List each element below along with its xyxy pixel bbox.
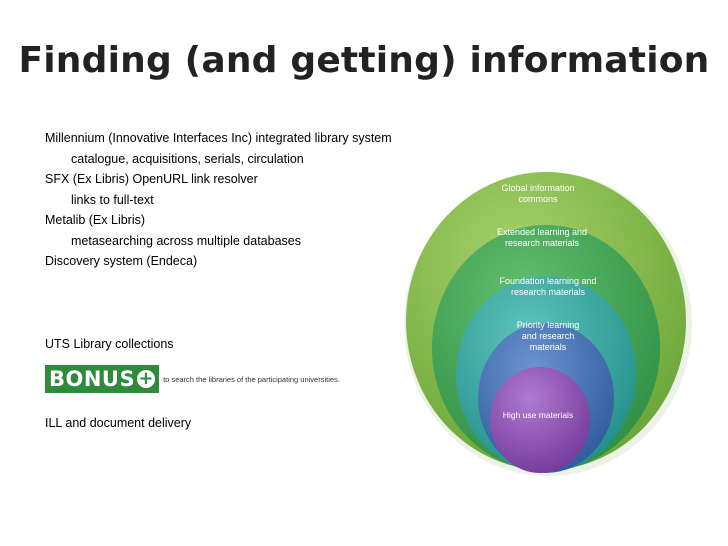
list-subitem-fulltext: links to full-text: [71, 192, 154, 207]
list-item-discovery: Discovery system (Endeca): [45, 254, 198, 268]
list-item-sfx: SFX (Ex Libris) OpenURL link resolver: [45, 172, 258, 186]
list-item-ill: ILL and document delivery: [45, 416, 192, 430]
list-item-millennium: Millennium (Innovative Interfaces Inc) i…: [45, 131, 392, 145]
bonus-banner: BONUS + to search the libraries of the p…: [45, 365, 340, 393]
nested-circles-diagram: Global information commons Extended lear…: [400, 150, 700, 480]
layer-high-use: [490, 367, 590, 473]
label-foundation-2: research materials: [511, 287, 586, 297]
label-extended-1: Extended learning and: [497, 227, 587, 237]
bonus-logo-text: BONUS: [49, 367, 136, 391]
label-foundation-1: Foundation learning and: [499, 276, 596, 286]
label-priority-3: materials: [530, 342, 567, 352]
list-subitem-metasearch: metasearching across multiple databases: [71, 233, 301, 248]
system-list: Millennium (Innovative Interfaces Inc) i…: [45, 128, 392, 354]
list-item-uts-collections: UTS Library collections: [45, 336, 174, 351]
list-subitem-catalogue: catalogue, acquisitions, serials, circul…: [71, 151, 304, 166]
label-global-1: Global information: [501, 183, 574, 193]
label-extended-2: research materials: [505, 238, 580, 248]
bonus-logo: BONUS +: [45, 365, 160, 393]
label-global-2: commons: [518, 194, 558, 204]
diagram-svg: Global information commons Extended lear…: [404, 172, 692, 476]
slide-title: Finding (and getting) information: [18, 40, 710, 81]
label-high-use: High use materials: [503, 410, 573, 420]
label-priority-1: Priority learning: [517, 320, 580, 330]
bonus-tagline: to search the libraries of the participa…: [163, 374, 340, 384]
list-item-metalib: Metalib (Ex Libris): [45, 213, 146, 227]
bonus-plus-icon: +: [137, 368, 156, 389]
label-priority-2: and research: [522, 331, 575, 341]
